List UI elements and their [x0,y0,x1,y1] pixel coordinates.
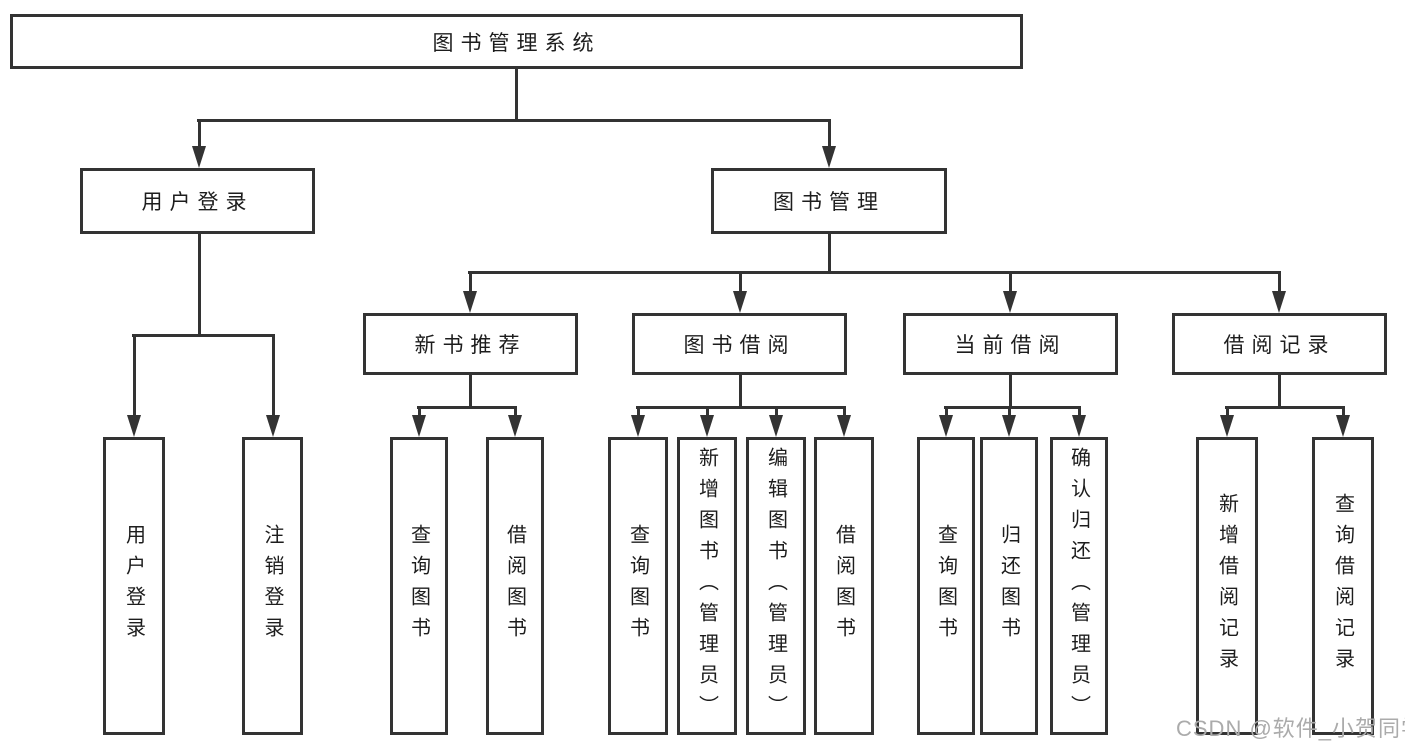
connector-line [1225,407,1229,420]
connector-line [197,118,831,122]
connector-line [738,375,742,409]
connector-line [132,335,136,420]
node-borrowing-records: 借阅记录 [1172,313,1387,375]
node-book-management: 图书管理 [711,168,947,234]
arrowhead-icon [837,415,851,437]
arrowhead-icon [463,291,477,313]
arrowhead-icon [1220,415,1234,437]
arrowhead-icon [1072,415,1086,437]
connector-line [197,119,201,150]
connector-line [132,333,275,337]
leaf-borrow-books: 借阅图书 [814,437,874,735]
connector-line [1277,272,1281,295]
connector-line [1008,375,1012,409]
connector-line [417,405,517,409]
leaf-logout: 注销登录 [242,437,303,735]
csdn-watermark: CSDN @软件_小贺同学 [1176,716,1405,741]
arrowhead-icon [127,415,141,437]
connector-line [417,407,421,420]
arrowhead-icon [631,415,645,437]
arrowhead-icon [1336,415,1350,437]
arrowhead-icon [939,415,953,437]
leaf-query-books-current: 查询图书 [917,437,975,735]
leaf-user-login: 用户登录 [103,437,165,735]
arrowhead-icon [1003,291,1017,313]
connector-line [1007,407,1011,420]
connector-line [1225,405,1345,409]
node-user-login: 用户登录 [80,168,315,234]
connector-line [513,407,517,420]
connector-line [197,234,201,337]
arrowhead-icon [412,415,426,437]
connector-line [1341,407,1345,420]
leaf-borrow-books-recommend: 借阅图书 [486,437,544,735]
node-library-management-system: 图书管理系统 [10,14,1023,69]
connector-line [468,270,1281,274]
leaf-query-books-borrow: 查询图书 [608,437,668,735]
connector-line [774,407,778,420]
arrowhead-icon [769,415,783,437]
connector-line [1008,272,1012,295]
leaf-query-books-recommend: 查询图书 [390,437,448,735]
arrowhead-icon [192,146,206,168]
connector-line [514,69,518,121]
connector-line [636,405,846,409]
connector-line [468,375,472,409]
connector-line [1077,407,1081,420]
connector-line [271,335,275,420]
connector-line [827,234,831,274]
node-current-borrowing: 当前借阅 [903,313,1118,375]
connector-line [944,405,1081,409]
leaf-edit-books-admin: 编辑图书（管理员） [746,437,806,735]
connector-line [468,272,472,295]
leaf-add-borrow-record: 新增借阅记录 [1196,437,1258,735]
arrowhead-icon [822,146,836,168]
arrowhead-icon [266,415,280,437]
connector-line [842,407,846,420]
leaf-query-borrow-record: 查询借阅记录 [1312,437,1374,735]
leaf-confirm-return-admin: 确认归还（管理员） [1050,437,1108,735]
connector-line [944,407,948,420]
arrowhead-icon [700,415,714,437]
arrowhead-icon [508,415,522,437]
node-new-book-recommendation: 新书推荐 [363,313,578,375]
node-book-borrowing: 图书借阅 [632,313,847,375]
arrowhead-icon [1002,415,1016,437]
arrowhead-icon [733,291,747,313]
connector-line [738,272,742,295]
arrowhead-icon [1272,291,1286,313]
connector-line [1277,375,1281,409]
connector-line [636,407,640,420]
connector-line [705,407,709,420]
leaf-return-books: 归还图书 [980,437,1038,735]
leaf-add-books-admin: 新增图书（管理员） [677,437,737,735]
connector-line [827,119,831,150]
